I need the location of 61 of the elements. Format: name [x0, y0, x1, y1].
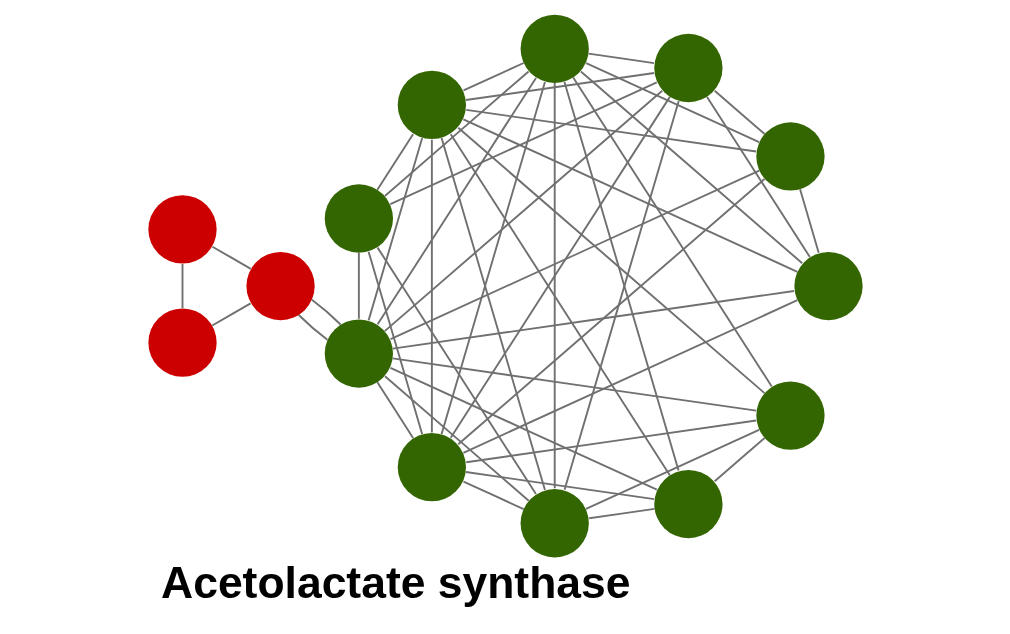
connector: [440, 136, 546, 491]
connector: [388, 81, 658, 206]
node-circle: [653, 469, 723, 539]
node-circle: [147, 308, 217, 377]
connector: [367, 250, 423, 436]
node-circle: [147, 195, 217, 264]
connector: [579, 70, 803, 265]
connector: [297, 314, 328, 341]
node-circle: [397, 433, 466, 502]
connector: [391, 290, 795, 350]
node-circle: [755, 122, 825, 191]
connector: [367, 136, 423, 322]
connector: [713, 437, 766, 483]
connector: [375, 133, 414, 191]
node-circle: [520, 14, 589, 83]
connector: [210, 302, 252, 327]
connector: [357, 251, 360, 320]
node-circle: [324, 184, 393, 253]
connector: [461, 118, 798, 273]
connector: [587, 52, 655, 65]
connector: [571, 76, 773, 388]
connector: [391, 357, 757, 412]
diagram-title: Acetolactate synthase: [160, 557, 630, 607]
node-circle: [793, 251, 863, 321]
node-circle: [755, 381, 825, 450]
connector: [798, 188, 820, 254]
node-circle: [520, 489, 589, 558]
connector: [553, 82, 556, 490]
connector: [462, 480, 525, 511]
connector: [713, 89, 766, 136]
connector: [389, 367, 658, 491]
connector: [464, 419, 757, 464]
connector: [449, 95, 671, 439]
connector: [181, 263, 183, 310]
node-circle: [397, 70, 466, 140]
connector: [462, 62, 525, 92]
connector: [456, 126, 765, 395]
connector: [376, 76, 537, 326]
connector: [464, 108, 757, 153]
node-circle: [324, 319, 393, 388]
connector: [376, 246, 537, 495]
node-circle: [245, 251, 315, 321]
connector: [211, 245, 252, 270]
connector: [584, 62, 760, 144]
connector: [310, 298, 341, 326]
connector: [456, 177, 765, 446]
connector: [461, 299, 798, 454]
connector: [464, 72, 655, 101]
connector: [375, 381, 414, 439]
connector: [383, 89, 663, 333]
connector: [430, 138, 433, 434]
connector: [383, 70, 530, 197]
connector: [587, 507, 655, 520]
connector: [440, 81, 546, 436]
connector: [389, 169, 760, 341]
connector: [584, 429, 760, 510]
node-circle: [653, 33, 723, 103]
connector: [705, 96, 811, 259]
connector: [449, 133, 671, 477]
connector: [464, 471, 655, 501]
connector: [383, 375, 530, 502]
